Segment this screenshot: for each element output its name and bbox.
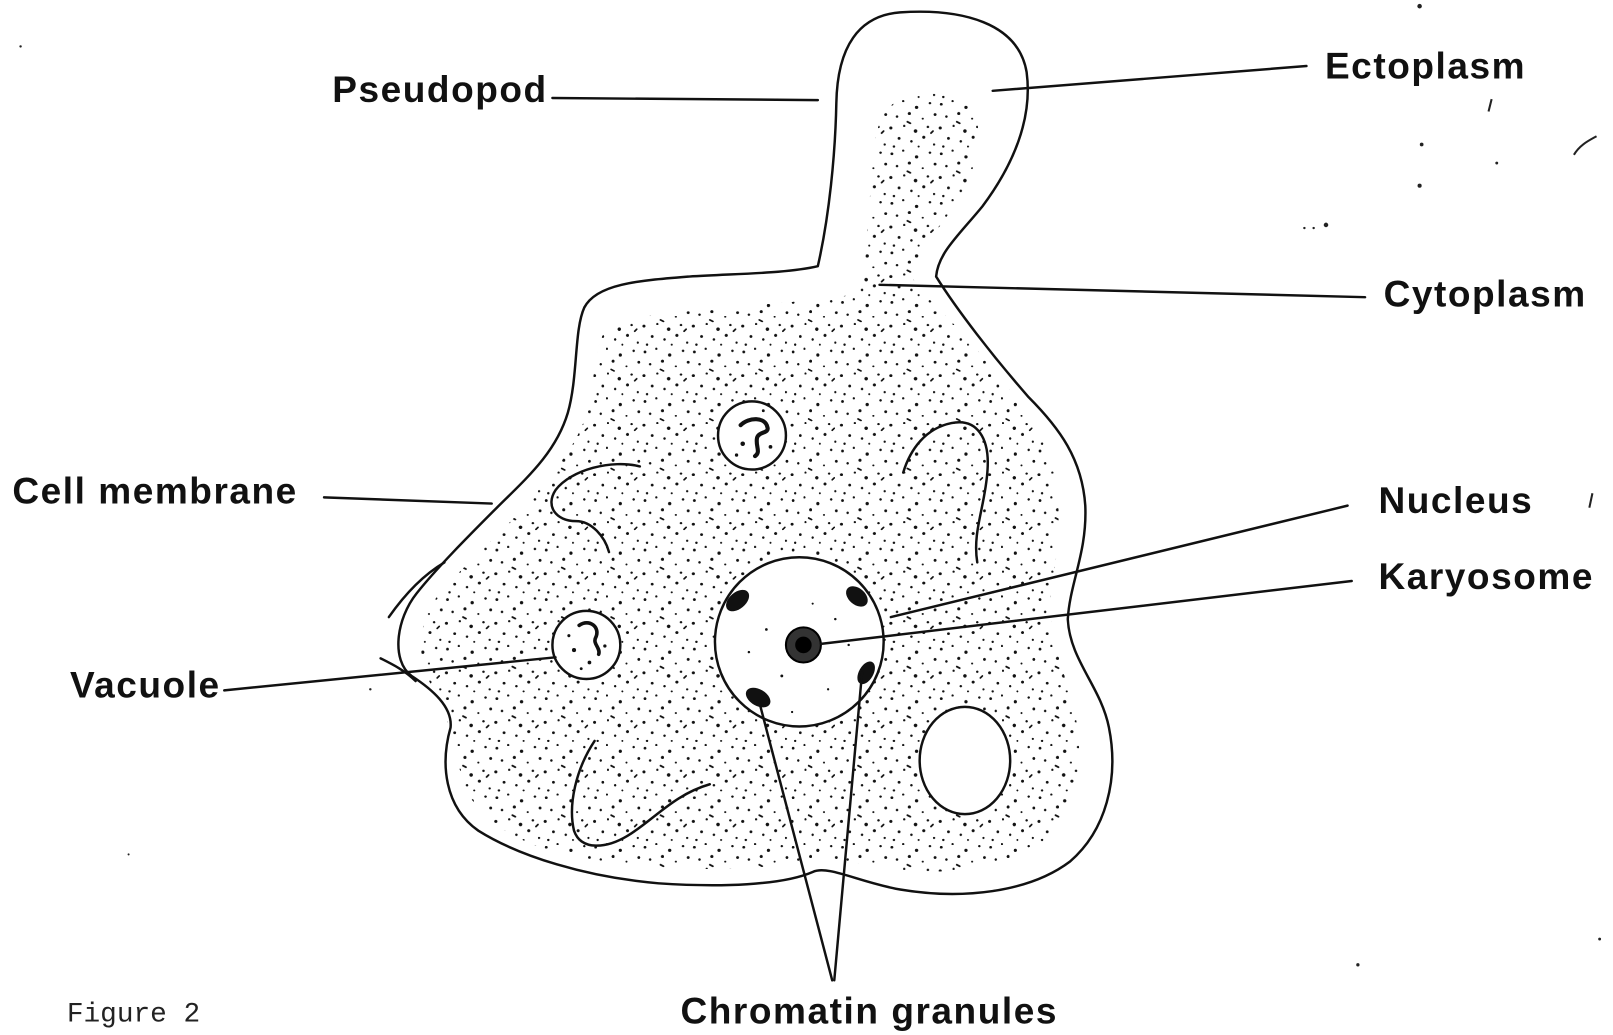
label-vacuole: Vacuole <box>70 664 221 706</box>
ectoplasm-leader <box>993 66 1307 91</box>
label-cell-membrane: Cell membrane <box>12 470 297 512</box>
figure-caption: Figure 2 <box>67 1000 200 1031</box>
vacuole-left <box>552 611 620 679</box>
label-ectoplasm: Ectoplasm <box>1325 44 1526 86</box>
pseudopod-leader <box>552 98 817 100</box>
amoeba-cell <box>381 12 1113 894</box>
contractile-vacuole <box>920 707 1011 814</box>
label-karyosome: Karyosome <box>1378 555 1594 597</box>
karyosome <box>786 627 821 662</box>
label-chromatin-granules: Chromatin granules <box>681 990 1058 1032</box>
cell-membrane-leader <box>324 497 492 503</box>
label-nucleus: Nucleus <box>1378 479 1533 521</box>
cytoplasm-leader <box>880 285 1366 297</box>
food-vacuole-top <box>718 401 786 469</box>
label-cytoplasm: Cytoplasm <box>1384 272 1587 314</box>
label-pseudopod: Pseudopod <box>332 68 547 110</box>
